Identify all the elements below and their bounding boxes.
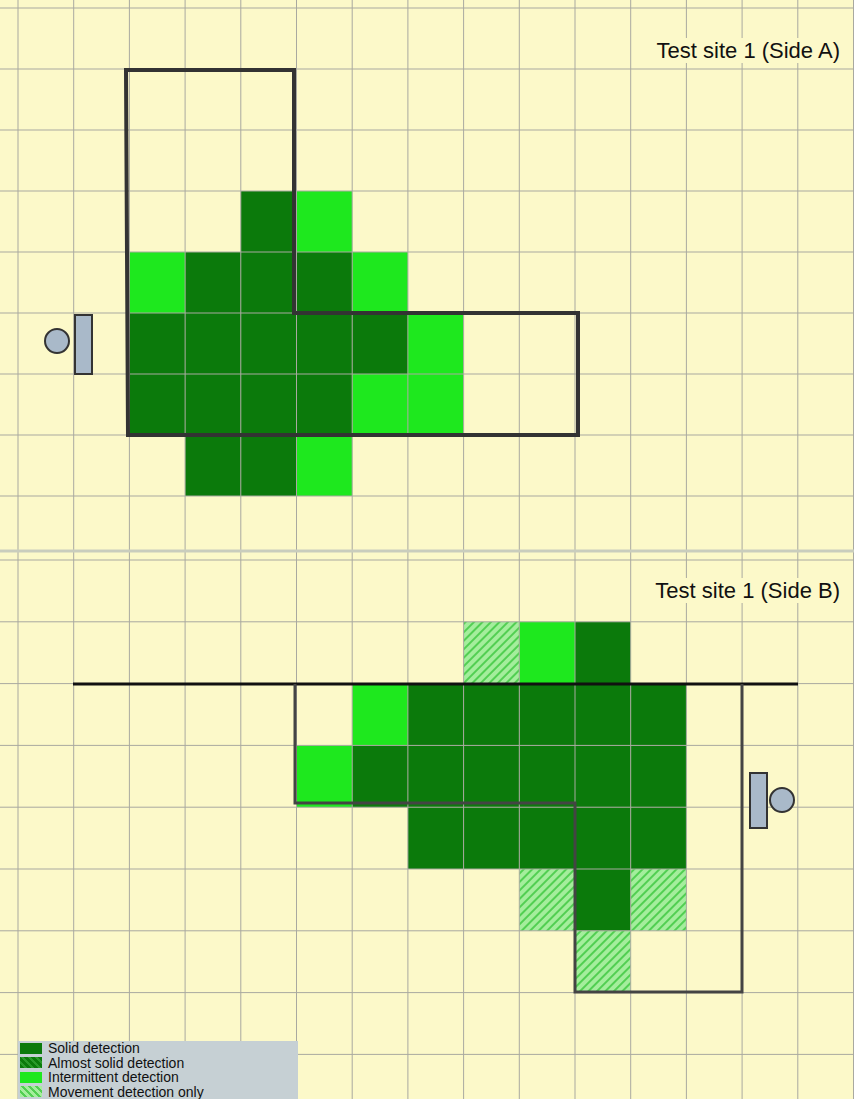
detection-cell bbox=[185, 374, 241, 435]
detection-cell bbox=[575, 622, 631, 684]
legend-box: Solid detectionAlmost solid detectionInt… bbox=[18, 1041, 298, 1099]
legend-row: Solid detection bbox=[18, 1041, 298, 1056]
legend-text: Intermittent detection bbox=[48, 1070, 179, 1084]
detection-cell bbox=[297, 745, 353, 807]
grid-line bbox=[0, 560, 854, 561]
detection-cell bbox=[241, 435, 297, 496]
detection-cell bbox=[297, 374, 353, 435]
detection-cell bbox=[129, 252, 185, 313]
detection-cell bbox=[408, 684, 464, 746]
detection-cell bbox=[352, 252, 408, 313]
detection-cell bbox=[352, 313, 408, 374]
legend-hatch-swatch bbox=[20, 1086, 42, 1097]
detection-cell bbox=[241, 191, 297, 252]
detection-cell bbox=[464, 807, 520, 869]
grid-line bbox=[0, 621, 854, 622]
legend-row: Movement detection only bbox=[18, 1085, 298, 1099]
detection-cell bbox=[519, 807, 575, 869]
detection-cell bbox=[464, 684, 520, 746]
detection-cell bbox=[519, 869, 575, 931]
detection-cell bbox=[352, 684, 408, 746]
grid-line bbox=[0, 807, 854, 808]
legend-text: Almost solid detection bbox=[48, 1056, 184, 1070]
detection-cell bbox=[519, 622, 575, 684]
detection-cell bbox=[631, 869, 687, 931]
grid-line bbox=[0, 745, 854, 746]
detection-cell bbox=[352, 745, 408, 807]
detection-cell bbox=[241, 313, 297, 374]
detection-cell bbox=[631, 684, 687, 746]
sensor-icon bbox=[45, 315, 92, 374]
detection-cell bbox=[575, 931, 631, 993]
detection-cell bbox=[408, 807, 464, 869]
detection-cell bbox=[185, 435, 241, 496]
detection-cell bbox=[519, 745, 575, 807]
detection-cell bbox=[185, 313, 241, 374]
legend-row: Intermittent detection bbox=[18, 1070, 298, 1085]
detection-cell bbox=[575, 807, 631, 869]
detection-cell bbox=[408, 745, 464, 807]
legend-row: Almost solid detection bbox=[18, 1056, 298, 1071]
detection-cell bbox=[185, 252, 241, 313]
panel-divider bbox=[0, 550, 854, 553]
detection-cell bbox=[575, 869, 631, 931]
detection-cell bbox=[352, 374, 408, 435]
detection-cell bbox=[631, 745, 687, 807]
detection-cell bbox=[464, 745, 520, 807]
detection-cell bbox=[464, 622, 520, 684]
site-title-text: Test site 1 (Side B) bbox=[653, 578, 842, 603]
legend-text: Solid detection bbox=[48, 1041, 140, 1055]
wall-line bbox=[73, 683, 798, 686]
detection-cell bbox=[519, 684, 575, 746]
detection-cell bbox=[241, 252, 297, 313]
grid-line bbox=[0, 683, 854, 684]
room-outline bbox=[126, 70, 578, 435]
legend-hatch-swatch bbox=[20, 1057, 42, 1068]
grid-line bbox=[0, 8, 854, 9]
room-outline bbox=[295, 684, 742, 992]
detection-cell bbox=[241, 374, 297, 435]
detection-cell bbox=[297, 313, 353, 374]
sensor-icon bbox=[750, 773, 794, 828]
detection-cell bbox=[129, 374, 185, 435]
detection-cell bbox=[408, 313, 464, 374]
detection-cell bbox=[408, 374, 464, 435]
site-title-text: Test site 1 (Side A) bbox=[655, 38, 842, 63]
site-title: Test site 1 (Side A) bbox=[655, 38, 842, 64]
detection-cell bbox=[631, 807, 687, 869]
detection-cell bbox=[575, 684, 631, 746]
detection-cell bbox=[297, 191, 353, 252]
detection-cell bbox=[297, 435, 353, 496]
legend-swatch bbox=[20, 1072, 42, 1083]
detection-cell bbox=[297, 252, 353, 313]
detection-cell bbox=[575, 745, 631, 807]
grid-line bbox=[0, 869, 854, 870]
legend-text: Movement detection only bbox=[48, 1085, 204, 1099]
detection-cell bbox=[129, 313, 185, 374]
grid-line bbox=[0, 930, 854, 931]
site-title: Test site 1 (Side B) bbox=[653, 578, 842, 604]
legend-swatch bbox=[20, 1043, 42, 1054]
grid-line bbox=[0, 496, 854, 497]
